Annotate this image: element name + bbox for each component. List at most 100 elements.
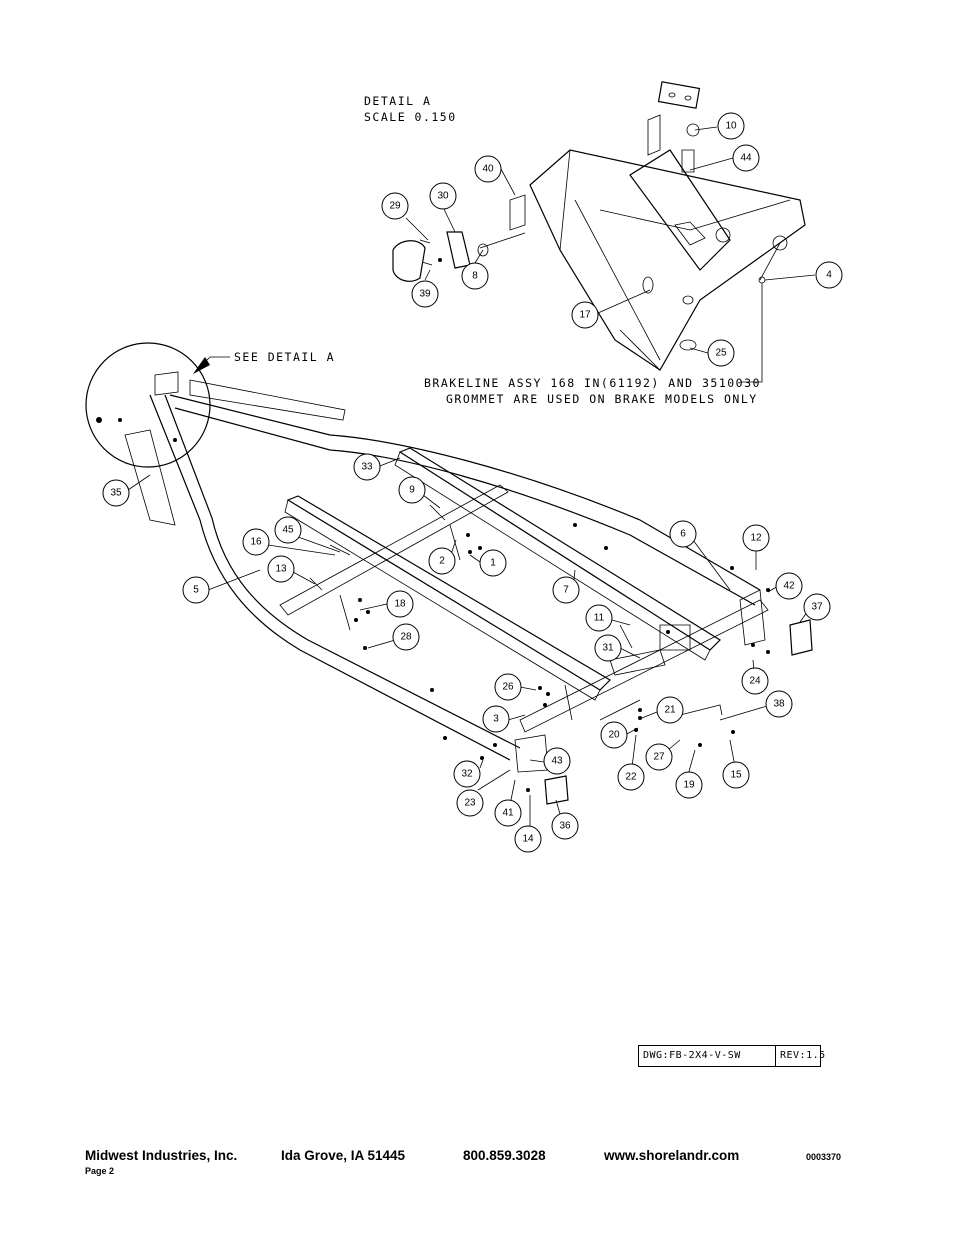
callout-30[interactable]: 30 <box>429 182 457 210</box>
callout-42[interactable]: 42 <box>775 572 803 600</box>
svg-text:27: 27 <box>653 752 665 763</box>
callouts: 40 30 29 8 39 10 44 4 17 25 33 9 35 16 4… <box>102 112 843 853</box>
callout-11[interactable]: 11 <box>585 604 613 632</box>
svg-text:13: 13 <box>275 564 287 575</box>
svg-text:12: 12 <box>750 533 762 544</box>
callout-2[interactable]: 2 <box>428 547 456 575</box>
callout-45[interactable]: 45 <box>274 516 302 544</box>
svg-text:20: 20 <box>608 730 620 741</box>
footer-page: Page 2 <box>85 1166 115 1176</box>
callout-18[interactable]: 18 <box>386 590 414 618</box>
svg-text:33: 33 <box>361 462 373 473</box>
callout-28[interactable]: 28 <box>392 623 420 651</box>
svg-text:26: 26 <box>502 682 514 693</box>
callout-38[interactable]: 38 <box>765 690 793 718</box>
callout-7[interactable]: 7 <box>552 576 580 604</box>
svg-text:36: 36 <box>559 821 571 832</box>
revision: REV:1.5 <box>780 1050 826 1061</box>
svg-text:41: 41 <box>502 808 514 819</box>
see-detail-label: SEE DETAIL A <box>234 350 335 364</box>
svg-text:40: 40 <box>482 164 494 175</box>
svg-text:30: 30 <box>437 191 449 202</box>
svg-text:32: 32 <box>461 769 473 780</box>
svg-text:38: 38 <box>773 699 785 710</box>
callout-26[interactable]: 26 <box>494 673 522 701</box>
callout-39[interactable]: 39 <box>411 280 439 308</box>
svg-text:4: 4 <box>826 270 832 281</box>
callout-3[interactable]: 3 <box>482 705 510 733</box>
callout-10[interactable]: 10 <box>717 112 745 140</box>
callout-25[interactable]: 25 <box>707 339 735 367</box>
callout-23[interactable]: 23 <box>456 789 484 817</box>
svg-text:14: 14 <box>522 834 534 845</box>
callout-27[interactable]: 27 <box>645 743 673 771</box>
callout-35[interactable]: 35 <box>102 479 130 507</box>
footer-phone: 800.859.3028 <box>463 1148 546 1163</box>
callout-4[interactable]: 4 <box>815 261 843 289</box>
svg-text:37: 37 <box>811 602 823 613</box>
svg-text:6: 6 <box>680 529 686 540</box>
footer-city: Ida Grove, IA 51445 <box>281 1148 406 1163</box>
svg-text:28: 28 <box>400 632 412 643</box>
callout-19[interactable]: 19 <box>675 771 703 799</box>
callout-17[interactable]: 17 <box>571 301 599 329</box>
leader-lines <box>127 126 816 826</box>
svg-text:15: 15 <box>730 770 742 781</box>
detail-circle <box>85 342 211 468</box>
svg-text:1: 1 <box>490 558 496 569</box>
svg-text:35: 35 <box>110 488 122 499</box>
callout-24[interactable]: 24 <box>741 667 769 695</box>
svg-text:18: 18 <box>394 599 406 610</box>
svg-text:17: 17 <box>579 310 591 321</box>
svg-text:5: 5 <box>193 585 199 596</box>
svg-text:22: 22 <box>625 772 637 783</box>
svg-text:3: 3 <box>493 714 499 725</box>
svg-text:43: 43 <box>551 756 563 767</box>
callout-9[interactable]: 9 <box>398 476 426 504</box>
callout-12[interactable]: 12 <box>742 524 770 552</box>
callout-37[interactable]: 37 <box>803 593 831 621</box>
callout-21[interactable]: 21 <box>656 696 684 724</box>
detail-scale: SCALE 0.150 <box>364 110 457 124</box>
callout-6[interactable]: 6 <box>669 520 697 548</box>
drawing-number: DWG:FB-2X4-V-SW <box>639 1046 776 1066</box>
callout-40[interactable]: 40 <box>474 155 502 183</box>
svg-text:45: 45 <box>282 525 294 536</box>
callout-22[interactable]: 22 <box>617 763 645 791</box>
callout-20[interactable]: 20 <box>600 721 628 749</box>
svg-text:39: 39 <box>419 289 431 300</box>
brake-note-line-2: GROMMET ARE USED ON BRAKE MODELS ONLY <box>446 392 758 406</box>
svg-text:23: 23 <box>464 798 476 809</box>
callout-16[interactable]: 16 <box>242 528 270 556</box>
svg-text:24: 24 <box>749 676 761 687</box>
svg-text:29: 29 <box>389 201 401 212</box>
callout-33[interactable]: 33 <box>353 453 381 481</box>
callout-14[interactable]: 14 <box>514 825 542 853</box>
callout-5[interactable]: 5 <box>182 576 210 604</box>
callout-36[interactable]: 36 <box>551 812 579 840</box>
svg-text:42: 42 <box>783 581 795 592</box>
callout-44[interactable]: 44 <box>732 144 760 172</box>
svg-text:16: 16 <box>250 537 262 548</box>
svg-text:21: 21 <box>664 705 676 716</box>
svg-text:2: 2 <box>439 556 445 567</box>
callout-8[interactable]: 8 <box>461 262 489 290</box>
callout-1[interactable]: 1 <box>479 549 507 577</box>
svg-text:11: 11 <box>594 613 605 624</box>
callout-41[interactable]: 41 <box>494 799 522 827</box>
svg-text:10: 10 <box>725 121 737 132</box>
callout-15[interactable]: 15 <box>722 761 750 789</box>
svg-text:31: 31 <box>602 643 614 654</box>
title-block: DWG:FB-2X4-V-SW REV:1.5 <box>638 1045 826 1067</box>
callout-13[interactable]: 13 <box>267 555 295 583</box>
svg-text:8: 8 <box>472 271 478 282</box>
callout-32[interactable]: 32 <box>453 760 481 788</box>
footer-website[interactable]: www.shorelandr.com <box>604 1148 740 1163</box>
svg-text:7: 7 <box>563 585 569 596</box>
svg-text:19: 19 <box>683 780 695 791</box>
callout-43[interactable]: 43 <box>543 747 571 775</box>
callout-29[interactable]: 29 <box>381 192 409 220</box>
footer-doc-number: 0003370 <box>806 1152 842 1162</box>
callout-31[interactable]: 31 <box>594 634 622 662</box>
